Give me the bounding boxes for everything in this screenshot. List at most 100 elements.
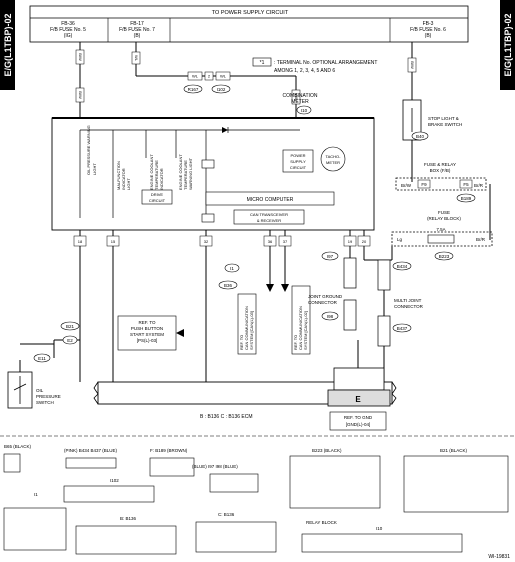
svg-text:MICRO COMPUTER: MICRO COMPUTER bbox=[247, 197, 294, 203]
svg-text:TEMPERATURE: TEMPERATURE bbox=[183, 160, 188, 190]
svg-text:CONNECTOR: CONNECTOR bbox=[308, 300, 338, 305]
svg-text:7.5A: 7.5A bbox=[436, 227, 445, 232]
svg-text:CAN COMMUNICATION: CAN COMMUNICATION bbox=[298, 306, 303, 350]
svg-text:(PINK) B434 B437 (BLUE): (PINK) B434 B437 (BLUE) bbox=[64, 448, 118, 453]
fuse-5-code: FB-36 bbox=[61, 21, 75, 27]
svg-text:2: 2 bbox=[208, 74, 211, 79]
svg-text:RELAY BLOCK: RELAY BLOCK bbox=[306, 520, 337, 525]
svg-text:WARNING LIGHT: WARNING LIGHT bbox=[188, 157, 193, 190]
svg-text:37: 37 bbox=[283, 239, 288, 244]
svg-text:TEMPERATURE: TEMPERATURE bbox=[154, 160, 159, 190]
svg-text:& RECEIVER: & RECEIVER bbox=[257, 218, 281, 223]
svg-text:19: 19 bbox=[348, 239, 353, 244]
svg-text:F5: F5 bbox=[463, 182, 469, 187]
svg-text:COMBINATION: COMBINATION bbox=[283, 93, 318, 99]
svg-text:WL: WL bbox=[134, 55, 139, 62]
i1-b36-refs: I1 B36 B21 E2 E11 bbox=[33, 263, 240, 363]
fuse-6-name: F/B FUSE No. 6 bbox=[410, 27, 446, 33]
svg-text:I1: I1 bbox=[230, 266, 234, 271]
svg-text:Br/R: Br/R bbox=[474, 183, 484, 188]
svg-text:B21 (BLACK): B21 (BLACK) bbox=[440, 448, 468, 453]
svg-text:STOP LIGHT &: STOP LIGHT & bbox=[428, 116, 459, 121]
svg-text:E2: E2 bbox=[67, 338, 73, 343]
svg-text:Br/W: Br/W bbox=[401, 183, 412, 188]
right-section-tab: E/G(L1TBP)-02 bbox=[500, 0, 515, 90]
svg-text:CONNECTOR: CONNECTOR bbox=[394, 304, 424, 309]
svg-text:B223 (BLACK): B223 (BLACK) bbox=[312, 448, 342, 453]
svg-text:B189: B189 bbox=[461, 196, 472, 201]
svg-text:15: 15 bbox=[111, 239, 116, 244]
svg-text:METER: METER bbox=[291, 99, 309, 105]
svg-text:LIGHT: LIGHT bbox=[126, 178, 131, 190]
svg-text:F9: F9 bbox=[421, 182, 427, 187]
svg-text:FUSE: FUSE bbox=[438, 210, 450, 215]
svg-text:B36: B36 bbox=[224, 283, 233, 288]
svg-text:[PS(L)-03]: [PS(L)-03] bbox=[137, 338, 158, 343]
supply-title: TO POWER SUPPLY CIRCUIT bbox=[212, 10, 289, 16]
svg-text:[GND(L)-04]: [GND(L)-04] bbox=[346, 422, 371, 427]
wire-labels-top: B/W B/W WL WL 2 WL W/B B/W bbox=[75, 49, 417, 105]
terminal-note: *1 : TERMINAL No. OPTIONAL ARRANGEMENT A… bbox=[252, 57, 377, 74]
svg-text:ENGINE COOLANT: ENGINE COOLANT bbox=[178, 154, 183, 190]
svg-text:POWER: POWER bbox=[290, 153, 305, 158]
stop-light-switch: STOP LIGHT & BRAKE SWITCH B40 bbox=[402, 99, 462, 182]
svg-text:SYSTEM [CAN(L)-03]: SYSTEM [CAN(L)-03] bbox=[249, 311, 254, 350]
svg-text:SWITCH: SWITCH bbox=[36, 400, 54, 405]
fuse-6-type: (B) bbox=[425, 33, 432, 39]
svg-text:BRAKE SWITCH: BRAKE SWITCH bbox=[428, 122, 462, 127]
svg-text:MULTI JOINT: MULTI JOINT bbox=[394, 298, 422, 303]
combination-meter: COMBINATION METER I10 OIL PRESSURE WARNI… bbox=[51, 93, 375, 231]
svg-text:E: E bbox=[355, 395, 361, 404]
svg-text:I98: I98 bbox=[327, 314, 334, 319]
svg-text:JOINT GROUND: JOINT GROUND bbox=[308, 294, 343, 299]
svg-text:B223: B223 bbox=[439, 254, 450, 259]
fuse-6-code: FB-3 bbox=[423, 21, 434, 27]
svg-text:I10: I10 bbox=[376, 526, 383, 531]
svg-text:INDICATOR: INDICATOR bbox=[159, 168, 164, 190]
svg-text:CAN TRANSCEIVER: CAN TRANSCEIVER bbox=[250, 212, 288, 217]
svg-text:32: 32 bbox=[204, 239, 209, 244]
svg-text:CIRCUIT: CIRCUIT bbox=[290, 165, 307, 170]
svg-text:R167: R167 bbox=[188, 87, 199, 92]
ecm-block: B : B136 C : B136 ECM E REF. TO GND [GND… bbox=[93, 367, 397, 431]
svg-text:I102: I102 bbox=[217, 87, 226, 92]
svg-text:PUSH BUTTON: PUSH BUTTON bbox=[131, 326, 163, 331]
supply-wires bbox=[79, 42, 413, 118]
svg-text:B65 (BLACK): B65 (BLACK) bbox=[4, 444, 32, 449]
svg-text:C: B136: C: B136 bbox=[218, 512, 235, 517]
svg-text:DRIVE: DRIVE bbox=[151, 192, 164, 197]
svg-text:FUSE & RELAY: FUSE & RELAY bbox=[424, 162, 456, 167]
svg-text:B/W: B/W bbox=[78, 91, 83, 99]
svg-text:START SYSTEM: START SYSTEM bbox=[130, 332, 164, 337]
connector-legend: B65 (BLACK) (PINK) B434 B437 (BLUE) F: B… bbox=[3, 444, 510, 560]
svg-text:WL: WL bbox=[220, 74, 227, 79]
svg-text:E11: E11 bbox=[38, 356, 46, 361]
fuse-7-code: FB-17 bbox=[130, 21, 144, 27]
svg-text:I10: I10 bbox=[301, 108, 308, 113]
fuse-5-name: F/B FUSE No. 5 bbox=[50, 27, 86, 33]
joint-connectors: I97 JOINT GROUND CONNECTOR I98 B434 MULT… bbox=[308, 251, 424, 347]
ref-can-systems: REF. TO CAN COMMUNICATION SYSTEM [CAN(L)… bbox=[237, 284, 311, 355]
svg-text:BOX (F/B): BOX (F/B) bbox=[430, 168, 451, 173]
r167-i102-refs: R167 I102 bbox=[183, 84, 231, 94]
svg-text:I97: I97 bbox=[327, 254, 334, 259]
svg-text:Lg: Lg bbox=[397, 237, 403, 242]
svg-text:I1: I1 bbox=[34, 492, 38, 497]
svg-text:B434: B434 bbox=[397, 264, 408, 269]
svg-text:B437: B437 bbox=[397, 326, 408, 331]
svg-text:B/W: B/W bbox=[410, 61, 415, 69]
svg-text:REF. TO: REF. TO bbox=[138, 320, 156, 325]
lower-wires bbox=[19, 230, 393, 382]
svg-text:TACHO-: TACHO- bbox=[325, 154, 341, 159]
ref-push-button: REF. TO PUSH BUTTON START SYSTEM [PS(L)-… bbox=[117, 315, 184, 351]
svg-text:: TERMINAL No. OPTIONAL ARRANG: : TERMINAL No. OPTIONAL ARRANGEMENT bbox=[274, 60, 377, 66]
svg-text:(RELAY BLOCK): (RELAY BLOCK) bbox=[427, 216, 461, 221]
svg-text:36: 36 bbox=[268, 239, 273, 244]
svg-text:REF. TO GND: REF. TO GND bbox=[344, 415, 373, 420]
svg-text:ENGINE COOLANT: ENGINE COOLANT bbox=[149, 154, 154, 190]
fuse-relay-box: FUSE & RELAY BOX (F/B) Br/W F9 F5 Br/R B… bbox=[391, 162, 493, 261]
svg-text:REF. TO: REF. TO bbox=[239, 335, 244, 350]
svg-text:OIL PRESSURE WARNING: OIL PRESSURE WARNING bbox=[86, 125, 91, 175]
svg-text:(BLUE) I97 I98 (BLUE): (BLUE) I97 I98 (BLUE) bbox=[192, 464, 238, 469]
